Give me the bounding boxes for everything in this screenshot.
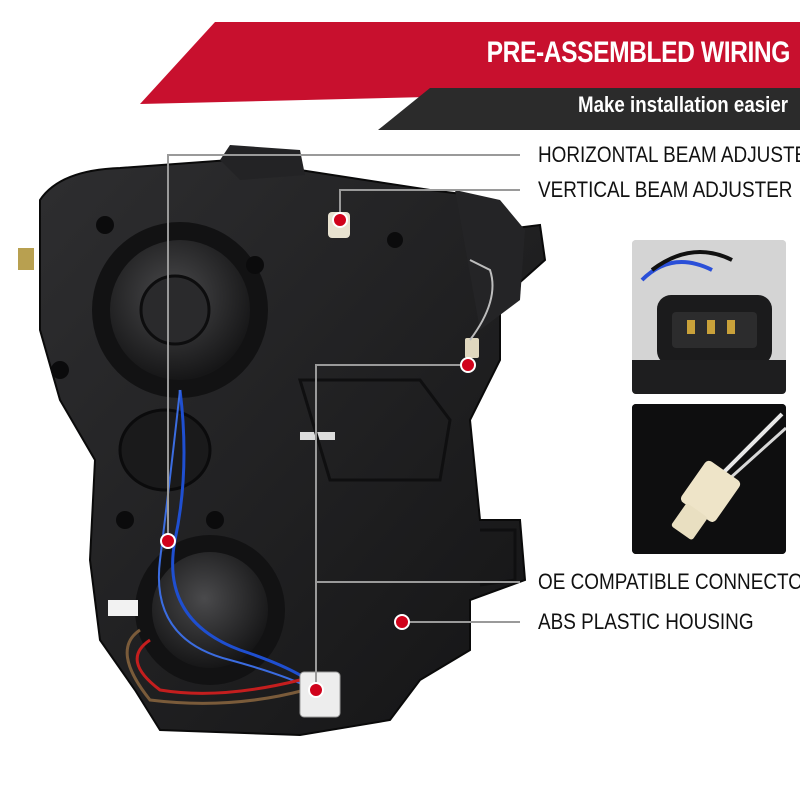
connector-plug-image [632, 240, 786, 394]
callout-oe-compatible-connectors: OE COMPATIBLE CONNECTORS [538, 569, 800, 594]
right-bracket [455, 190, 525, 330]
callout-abs-plastic-housing: ABS PLASTIC HOUSING [538, 609, 754, 634]
leader-line-vertical-beam [339, 189, 520, 220]
inset-connector-plug [632, 240, 786, 394]
top-mount-tab [220, 145, 305, 180]
banner-dark-stripe [378, 88, 800, 130]
marker-vertical-beam [332, 212, 348, 228]
upper-cap-center [139, 274, 211, 346]
callout-vertical-beam-adjuster: VERTICAL BEAM ADJUSTER [538, 177, 793, 202]
marker-connector-bottom [308, 682, 324, 698]
top-wire-connector [465, 338, 479, 358]
brown-wire [125, 628, 306, 705]
marker-connector-top [460, 357, 476, 373]
banner-subtitle: Make installation easier [578, 92, 788, 117]
leader-line-horizontal-beam [167, 154, 520, 540]
bulb-socket-image [632, 404, 786, 554]
leader-line-connector-top [315, 364, 468, 690]
lower-bulb-cap [152, 552, 268, 668]
banner-red-stripe [140, 22, 800, 104]
marker-horizontal-beam [160, 533, 176, 549]
marker-housing [394, 614, 410, 630]
blue-wire [171, 389, 320, 690]
inset-bulb-socket [632, 404, 786, 554]
red-wire [135, 638, 301, 695]
callout-horizontal-beam-adjuster: HORIZONTAL BEAM ADJUSTER [538, 142, 800, 167]
banner-title: PRE-ASSEMBLED WIRING [486, 36, 791, 69]
